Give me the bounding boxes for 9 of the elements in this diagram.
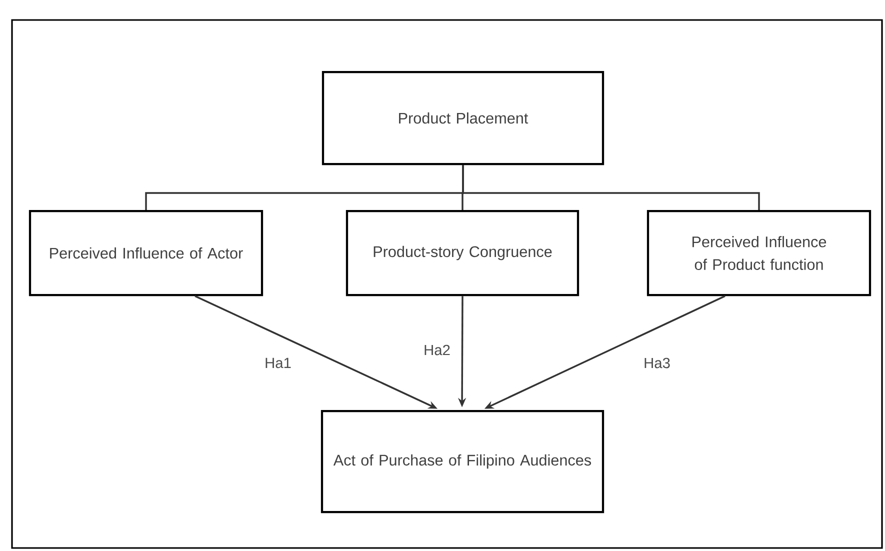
process-box: Product-story Congruence [346,210,580,296]
edge-label: Ha2 [424,344,450,356]
process-box: Perceived Influence of Product function [646,210,872,296]
process-box: Act of Purchase of Filipino Audiences [320,410,604,514]
edge-label: Ha3 [644,358,670,368]
process-box: Perceived Influence of Actor [28,210,264,296]
connector-line [462,165,760,210]
process-box: Product Placement [322,70,604,166]
edge-label: Ha1 [266,358,291,368]
